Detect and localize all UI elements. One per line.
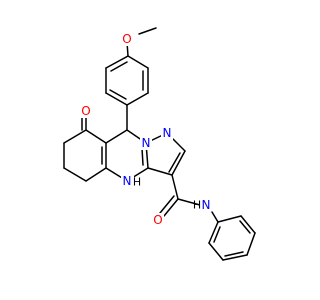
nh-hydrogen-label: H	[133, 176, 141, 189]
carboxamide-group	[159, 174, 219, 223]
bond-carbonyl	[163, 198, 179, 217]
ring-bond	[63, 167, 87, 182]
ring-double-bond	[239, 220, 251, 234]
ring-bond	[85, 167, 107, 182]
ring-bond	[63, 129, 87, 144]
nh-nitrogen-label: N	[123, 174, 132, 188]
ring-bond	[217, 215, 242, 223]
ring-bond	[171, 150, 186, 176]
ring-double-bond	[224, 251, 244, 257]
atom-labels: O O N N N H O N H	[80, 32, 213, 227]
methoxyphenyl-ring	[105, 55, 149, 106]
amide-hydrogen-label: H	[193, 199, 201, 212]
ring-bond	[208, 242, 224, 261]
bond-methyl-o	[138, 27, 157, 35]
methoxy-oxygen-label: O	[122, 32, 131, 46]
ring-double-bond	[110, 61, 128, 72]
ring-bond	[222, 254, 248, 261]
ring-bond	[246, 232, 256, 256]
ring-bond	[126, 92, 149, 106]
ring-bond	[105, 92, 128, 106]
cyclohexenone-ring	[63, 111, 128, 182]
amide-nitrogen-label: N	[202, 198, 211, 212]
ring-bond	[240, 215, 256, 234]
ketone-oxygen-label: O	[81, 104, 90, 118]
bond-c-n	[177, 198, 201, 206]
ring-double-bond	[109, 89, 127, 100]
bond-ring-carbonyl	[171, 174, 179, 200]
bond-n-phenyl	[211, 211, 219, 223]
ring-nitrogen-label: N	[142, 136, 151, 150]
ring-bond	[105, 129, 128, 144]
ring-bond	[85, 129, 107, 144]
ring-bond	[105, 55, 129, 69]
ring-double-bond	[141, 147, 144, 166]
amide-oxygen-label: O	[153, 213, 162, 227]
molecule-canvas: O O N N N H O N H	[63, 27, 256, 261]
ring-double-bond	[168, 152, 181, 173]
ring-bond	[208, 221, 219, 244]
ring-bond	[127, 55, 149, 69]
phenyl-ring	[208, 215, 256, 261]
bond-carbonyl-double	[159, 195, 175, 214]
ring-bond	[147, 167, 173, 176]
ring-nitrogen-label: N	[163, 126, 172, 140]
molecule-structure: O O N N N H O N H	[63, 27, 256, 261]
ring-double-bond	[213, 226, 221, 243]
